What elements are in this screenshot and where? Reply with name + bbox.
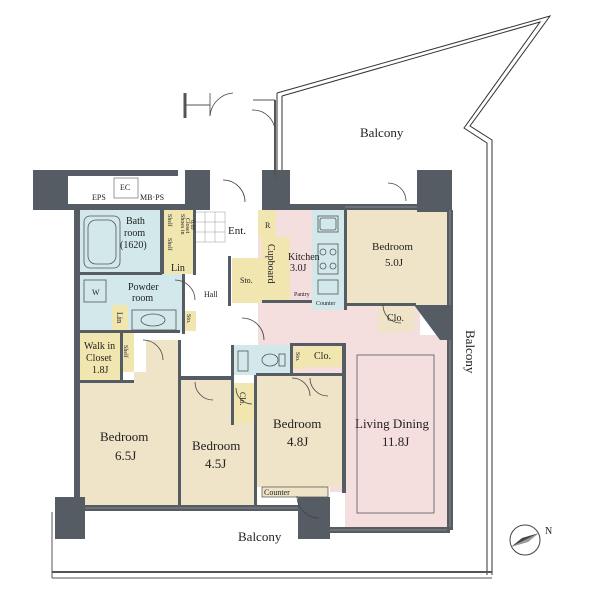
- label-powder-2: room: [132, 293, 153, 304]
- r-area: [258, 210, 276, 237]
- label-sto-small: Sto.: [185, 314, 191, 324]
- label-bedroom-s-2: 4.5J: [205, 456, 226, 471]
- clo-mid-area: [306, 343, 342, 367]
- bedroom-c-room: [255, 373, 345, 487]
- bedroom-s-room: [180, 380, 255, 505]
- label-eps: EPS: [92, 193, 106, 202]
- labels: Balcony Balcony Balcony EPS EC MB·PS Bat…: [84, 125, 478, 544]
- compass-n-label: N: [545, 526, 552, 537]
- windows: [85, 206, 451, 531]
- label-ent: Ent.: [228, 225, 246, 237]
- label-r: R: [265, 221, 271, 230]
- label-bedroom-sw-1: Bedroom: [100, 429, 148, 444]
- powder-room: [80, 274, 182, 332]
- label-bedroom-ne-1: Bedroom: [372, 241, 413, 253]
- label-bathroom-3: (1620): [120, 240, 147, 251]
- label-bedroom-c-1: Bedroom: [273, 416, 321, 431]
- balcony-bottom-outline: [51, 512, 492, 579]
- label-shoes-closet-3: 0.6J: [189, 220, 195, 231]
- label-lin-mid: Lin: [115, 312, 124, 323]
- door-swings: [142, 92, 407, 519]
- label-bedroom-c-2: 4.8J: [287, 434, 308, 449]
- label-hall: Hall: [204, 290, 219, 299]
- sto-small-area: [182, 311, 196, 331]
- label-w: W: [92, 288, 100, 297]
- lin-top-area: [164, 259, 193, 274]
- counter-bottom-area: [261, 486, 329, 498]
- label-living-2: 11.8J: [382, 434, 409, 449]
- fixtures: [83, 215, 435, 514]
- label-walkin-3: 1.8J: [92, 365, 109, 376]
- clo-ne-room: [378, 303, 414, 332]
- label-sto-mid: Sto.: [294, 352, 300, 362]
- entry-gate: [183, 93, 276, 178]
- clo-center-area: [233, 383, 255, 423]
- sto-mid-area: [292, 347, 306, 369]
- kitchen-room: [312, 210, 344, 310]
- cupboard-area: [262, 237, 290, 301]
- label-balcony-top: Balcony: [360, 125, 404, 140]
- label-clo-ne: Clo.: [387, 313, 404, 324]
- shelf-b-area: [164, 233, 179, 259]
- label-bedroom-ne-2: 5.0J: [385, 257, 404, 269]
- label-walkin-1: Walk in: [84, 341, 115, 352]
- walkin-closet-area: [80, 332, 120, 382]
- label-shelf-walkin: Shelf: [122, 345, 129, 358]
- entrance-tiles: [194, 211, 226, 243]
- label-bedroom-sw-2: 6.5J: [115, 448, 136, 463]
- label-lin-top: Lin: [171, 263, 185, 274]
- label-bathroom-1: Bath: [126, 216, 145, 227]
- bedroom-sw-room: [80, 340, 180, 505]
- label-bathroom-2: room: [124, 228, 145, 239]
- shelf-walkin-area: [120, 332, 134, 372]
- label-clo-mid: Clo.: [314, 351, 331, 362]
- label-mb-ps: MB·PS: [140, 193, 164, 202]
- label-sto-hall: Sto.: [240, 276, 253, 285]
- label-shelf-a: Shelf: [166, 214, 173, 227]
- label-kitchen-1: Kitchen: [288, 252, 320, 263]
- compass-icon: N: [509, 524, 552, 556]
- label-powder-1: Powder: [128, 282, 159, 293]
- label-ec: EC: [120, 183, 130, 192]
- label-walkin-2: Closet: [86, 353, 112, 364]
- label-counter-bottom: Counter: [264, 488, 290, 497]
- label-shelf-b: Shelf: [166, 238, 173, 251]
- label-cupboard: Cupboard: [265, 244, 276, 283]
- label-clo-center: Clo.: [238, 392, 247, 406]
- label-counter-kitchen: Counter: [316, 301, 335, 307]
- label-shoes-closet-2: Closet: [184, 218, 190, 234]
- label-balcony-bottom: Balcony: [238, 529, 282, 544]
- sto-hall-area: [232, 258, 262, 303]
- label-shoes-closet-1: Shoes in: [179, 214, 185, 235]
- lin-mid-area: [112, 305, 128, 335]
- label-balcony-right: Balcony: [463, 330, 478, 374]
- shoes-closet-area: [179, 210, 193, 259]
- bedroom-ne-room: [345, 208, 449, 305]
- label-kitchen-2: 3.0J: [290, 263, 307, 274]
- shelf-a-area: [164, 210, 179, 233]
- label-pantry: Pantry: [294, 292, 310, 298]
- balcony-top-outline: [276, 15, 552, 575]
- label-living-1: Living Dining: [355, 416, 430, 431]
- label-bedroom-s-1: Bedroom: [192, 438, 240, 453]
